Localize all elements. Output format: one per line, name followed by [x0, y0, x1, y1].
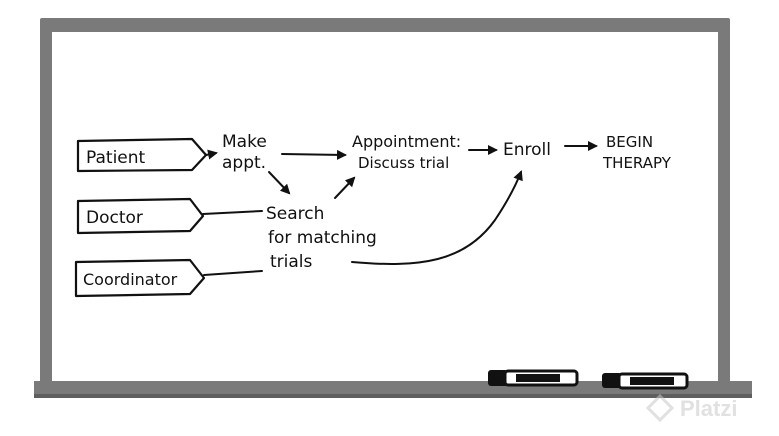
role-label-coordinator: Coordinator — [83, 270, 178, 289]
role-label-patient: Patient — [86, 148, 146, 168]
arrow-make-appt-to-search — [268, 171, 291, 195]
role-tag-doctor: Doctor — [76, 197, 205, 235]
arrow-make-appt-to-appointment — [281, 149, 347, 160]
step-appointment-line2: Discuss trial — [358, 154, 449, 172]
step-search-line2: for matching — [268, 228, 377, 248]
role-tag-coordinator: Coordinator — [74, 258, 206, 298]
step-make-appt-line2: appt. — [222, 153, 266, 173]
arrow-patient-to-make-appt — [205, 149, 218, 160]
arrow-trials-to-enroll — [351, 170, 523, 265]
watermark: Platzi — [645, 393, 737, 423]
connectors — [202, 141, 598, 276]
step-begin-line1: BEGIN — [606, 133, 653, 151]
line-doctor-to-search — [202, 210, 263, 215]
step-begin-line2: THERAPY — [602, 154, 672, 172]
line-coordinator-to-trials — [203, 270, 263, 276]
step-enroll: Enroll — [503, 140, 551, 160]
step-search: Search for matching trials — [266, 204, 377, 272]
platzi-logo-icon — [645, 393, 675, 423]
marker-tray-edge — [34, 394, 752, 398]
step-begin-therapy: BEGIN THERAPY — [602, 133, 672, 172]
step-appointment-line1: Appointment: — [352, 132, 461, 151]
marker-icon — [488, 369, 579, 387]
step-search-line3: trials — [270, 252, 313, 272]
step-make-appt-line1: Make — [222, 132, 267, 152]
role-label-doctor: Doctor — [86, 208, 143, 228]
step-make-appt: Make appt. — [222, 132, 267, 173]
watermark-brand: Platzi — [680, 396, 737, 421]
role-tag-patient: Patient — [76, 137, 208, 173]
marker-icon — [602, 372, 689, 390]
arrow-search-to-appointment — [334, 176, 356, 199]
step-search-line1: Search — [266, 204, 324, 224]
step-appointment: Appointment: Discuss trial — [352, 132, 461, 172]
